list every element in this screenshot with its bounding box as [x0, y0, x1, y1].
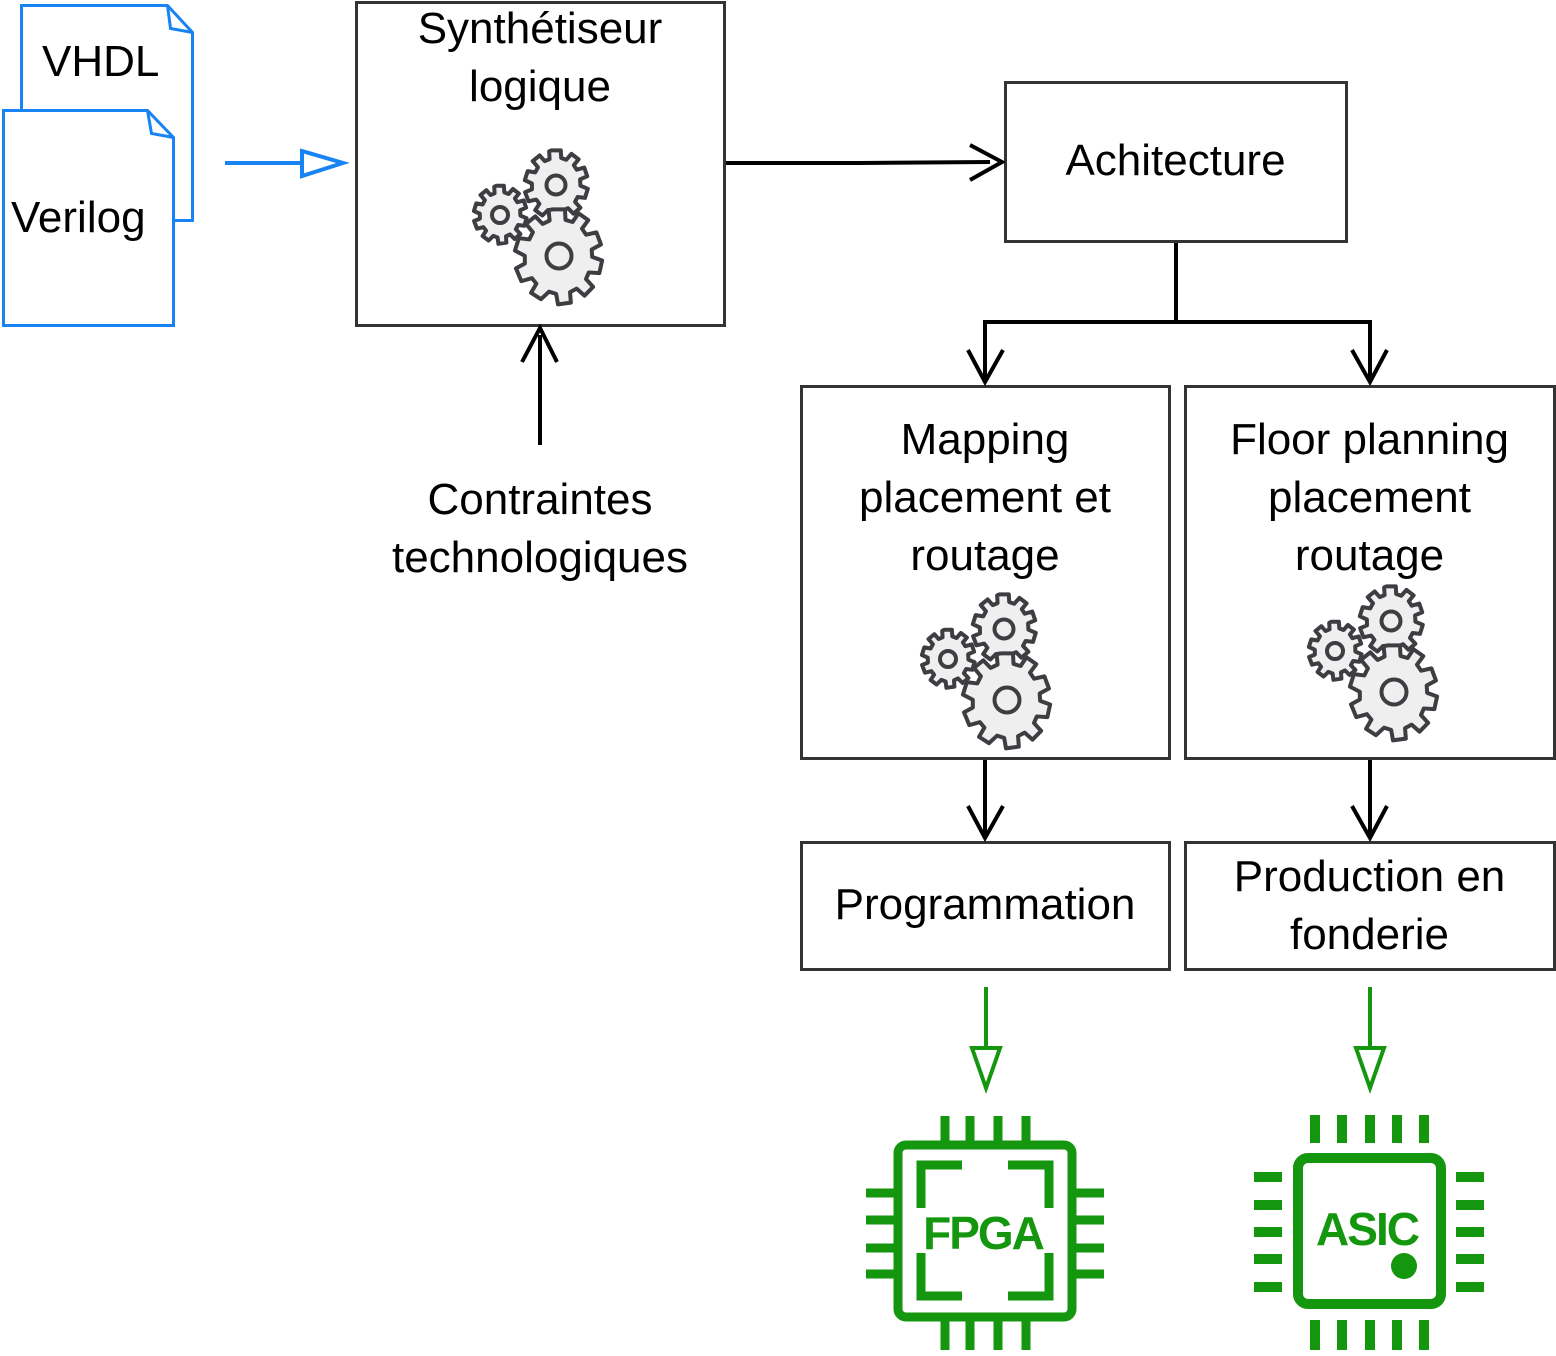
arrow-constraints-to-synth: [520, 323, 559, 445]
constraints-label: Contraintes technologiques: [340, 471, 740, 587]
mapping-title-line3: routage: [910, 531, 1060, 580]
floorplanning-title-line3: routage: [1294, 531, 1445, 580]
fpga-label: FPGA: [923, 1207, 1044, 1259]
verilog-document-icon: [2, 109, 175, 327]
programming-box: [800, 841, 1171, 971]
mapping-title-line1: Mapping: [900, 415, 1070, 464]
vhdl-label: VHDL: [42, 37, 160, 86]
synthesizer-title: Synthétiseur logique: [356, 0, 724, 116]
verilog-label: Verilog: [11, 193, 146, 242]
fpga-chip-icon: FPGA: [866, 1116, 1104, 1350]
synthesizer-title-line2: logique: [469, 62, 611, 111]
architecture-title-text: Achitecture: [1065, 136, 1286, 185]
production-box: [1184, 841, 1556, 971]
synthesizer-title-line1: Synthétiseur: [417, 4, 663, 53]
floorplanning-title: Floor planning placement routage: [1185, 411, 1554, 585]
arrow-docs-to-synth: [225, 148, 350, 179]
architecture-box: [1004, 81, 1348, 243]
production-title: Production en fonderie: [1185, 848, 1554, 964]
floorplanning-title-line2: placement: [1267, 473, 1471, 522]
programming-title: Programmation: [801, 876, 1169, 934]
floorplanning-title-line1: Floor planning: [1230, 415, 1509, 464]
arrow-floorplanning-to-production: [1350, 760, 1389, 843]
production-title-line1: Production en: [1233, 852, 1506, 901]
mapping-title: Mapping placement et routage: [801, 411, 1169, 585]
arrow-production-to-asic: [1353, 987, 1387, 1095]
constraints-label-line1: Contraintes: [427, 475, 653, 524]
constraints-label-line2: technologiques: [391, 533, 688, 582]
architecture-title: Achitecture: [1005, 132, 1346, 190]
asic-label: ASIC: [1316, 1203, 1419, 1255]
arrow-synth-to-architecture: [726, 143, 1007, 182]
arrow-mapping-to-programming: [966, 760, 1005, 843]
mapping-title-line2: placement et: [859, 473, 1111, 522]
production-title-line2: fonderie: [1289, 910, 1449, 959]
arrow-programming-to-fpga: [969, 987, 1003, 1095]
arrow-architecture-split: [966, 243, 1389, 387]
programming-title-text: Programmation: [834, 880, 1136, 929]
asic-chip-icon: ASIC: [1254, 1115, 1484, 1350]
